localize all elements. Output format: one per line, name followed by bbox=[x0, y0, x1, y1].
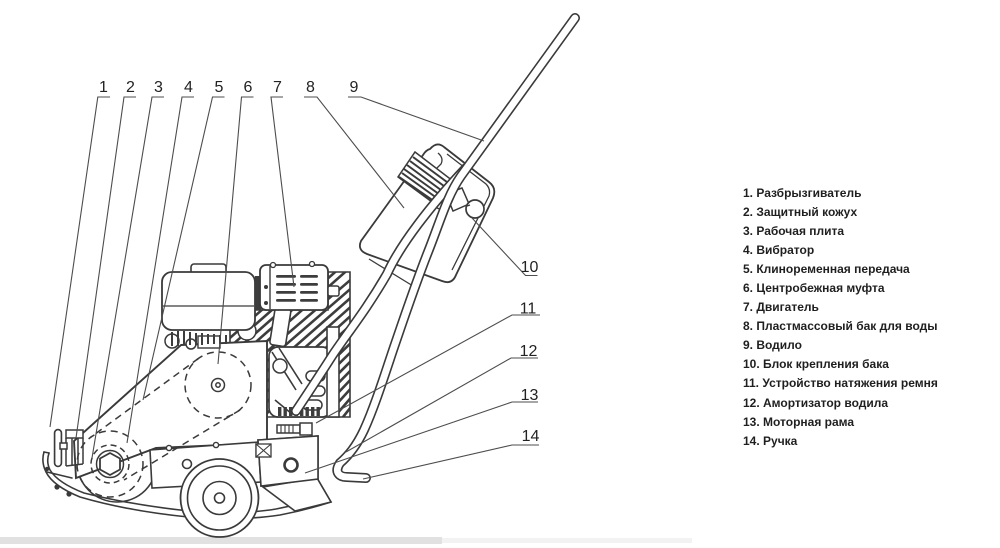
svg-text:4: 4 bbox=[184, 79, 193, 96]
svg-text:6: 6 bbox=[244, 79, 253, 96]
svg-text:9: 9 bbox=[350, 79, 359, 96]
svg-text:10: 10 bbox=[521, 259, 539, 276]
svg-text:1: 1 bbox=[99, 79, 108, 96]
svg-text:2: 2 bbox=[126, 79, 135, 96]
svg-text:13: 13 bbox=[521, 387, 539, 404]
svg-text:8: 8 bbox=[306, 79, 315, 96]
svg-text:3: 3 bbox=[154, 79, 163, 96]
svg-text:11: 11 bbox=[520, 301, 537, 318]
svg-text:5: 5 bbox=[215, 79, 224, 96]
svg-text:12: 12 bbox=[520, 343, 538, 360]
svg-text:14: 14 bbox=[522, 428, 540, 445]
svg-text:7: 7 bbox=[273, 79, 282, 96]
